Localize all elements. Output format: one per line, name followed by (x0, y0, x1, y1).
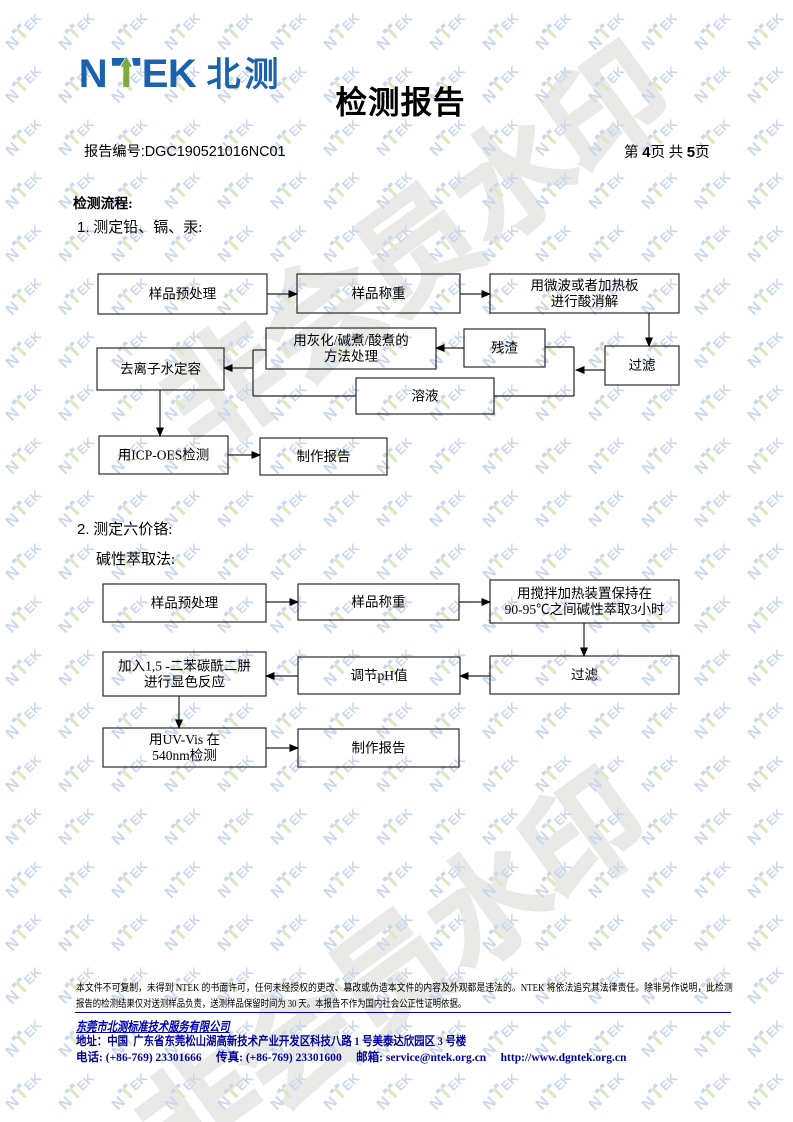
svg-text:用ICP-OES检测: 用ICP-OES检测 (118, 448, 210, 463)
svg-text:残渣: 残渣 (491, 341, 519, 356)
svg-text:样品称重: 样品称重 (352, 595, 406, 610)
svg-text:制作报告: 制作报告 (297, 449, 351, 464)
svg-text:540nm检测: 540nm检测 (152, 748, 217, 763)
svg-text:制作报告: 制作报告 (352, 741, 406, 756)
svg-text:去离子水定容: 去离子水定容 (120, 361, 201, 377)
svg-text:溶液: 溶液 (412, 389, 439, 404)
svg-text:进行显色反应: 进行显色反应 (144, 674, 225, 690)
svg-text:方法处理: 方法处理 (324, 349, 378, 364)
svg-text:用搅拌加热装置保持在: 用搅拌加热装置保持在 (517, 586, 652, 601)
svg-text:EK: EK (142, 52, 197, 96)
svg-text:N: N (79, 52, 108, 96)
svg-text:用灰化/碱煮/酸煮的: 用灰化/碱煮/酸煮的 (293, 333, 409, 348)
svg-text:90-95℃之间碱性萃取3小时: 90-95℃之间碱性萃取3小时 (505, 602, 665, 617)
svg-text:进行酸消解: 进行酸消解 (551, 294, 619, 309)
svg-text:过滤: 过滤 (629, 358, 657, 373)
svg-text:北测: 北测 (207, 56, 283, 94)
svg-text:用微波或者加热板: 用微波或者加热板 (531, 278, 639, 293)
svg-text:过滤: 过滤 (571, 668, 599, 683)
svg-text:样品预处理: 样品预处理 (149, 287, 217, 302)
svg-text:加入1,5 -二苯碳酰二肼: 加入1,5 -二苯碳酰二肼 (118, 659, 251, 674)
svg-text:调节pH值: 调节pH值 (351, 668, 408, 683)
svg-text:用UV-Vis 在: 用UV-Vis 在 (149, 732, 220, 747)
svg-text:样品预处理: 样品预处理 (151, 596, 219, 611)
svg-text:样品称重: 样品称重 (352, 286, 406, 301)
